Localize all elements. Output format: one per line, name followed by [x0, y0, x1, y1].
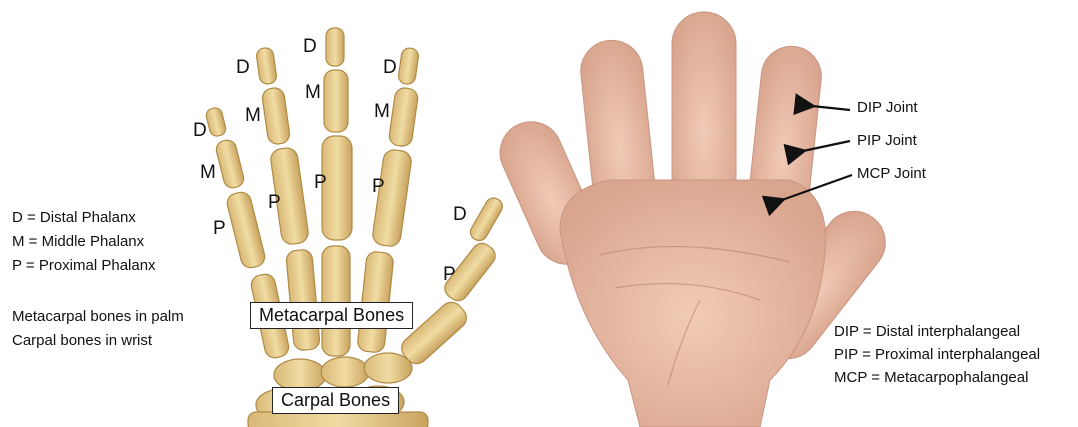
legend-distal: D = Distal Phalanx [12, 206, 136, 230]
index-proximal-letter: P [372, 176, 385, 198]
note-metacarpal: Metacarpal bones in palm [12, 305, 184, 329]
note-carpal: Carpal bones in wrist [12, 329, 152, 353]
dip-arrow [812, 106, 850, 110]
abbr-dip: DIP = Distal interphalangeal [834, 320, 1020, 344]
abbr-pip: PIP = Proximal interphalangeal [834, 343, 1040, 367]
thumb-proximal-letter: P [443, 264, 456, 286]
metacarpal-bones-label: Metacarpal Bones [250, 302, 413, 329]
ring-middle-letter: M [245, 105, 261, 127]
legend-proximal: P = Proximal Phalanx [12, 254, 156, 278]
middle-proximal-letter: P [314, 172, 327, 194]
middle-middle-letter: M [305, 82, 321, 104]
abbr-mcp: MCP = Metacarpophalangeal [834, 366, 1028, 390]
pinky-proximal-letter: P [213, 218, 226, 240]
legend-middle: M = Middle Phalanx [12, 230, 144, 254]
index-distal-letter: D [383, 57, 397, 79]
pip-joint-label: PIP Joint [857, 132, 917, 149]
mcp-joint-label: MCP Joint [857, 165, 926, 182]
middle-distal-letter: D [303, 36, 317, 58]
mcp-arrow [782, 175, 852, 200]
pinky-middle-letter: M [200, 162, 216, 184]
pip-arrow [803, 141, 850, 151]
index-middle-letter: M [374, 101, 390, 123]
pinky-distal-letter: D [193, 120, 207, 142]
dip-joint-label: DIP Joint [857, 99, 918, 116]
thumb-distal-letter: D [453, 204, 467, 226]
ring-proximal-letter: P [268, 192, 281, 214]
carpal-bones-label: Carpal Bones [272, 387, 399, 414]
ring-distal-letter: D [236, 57, 250, 79]
